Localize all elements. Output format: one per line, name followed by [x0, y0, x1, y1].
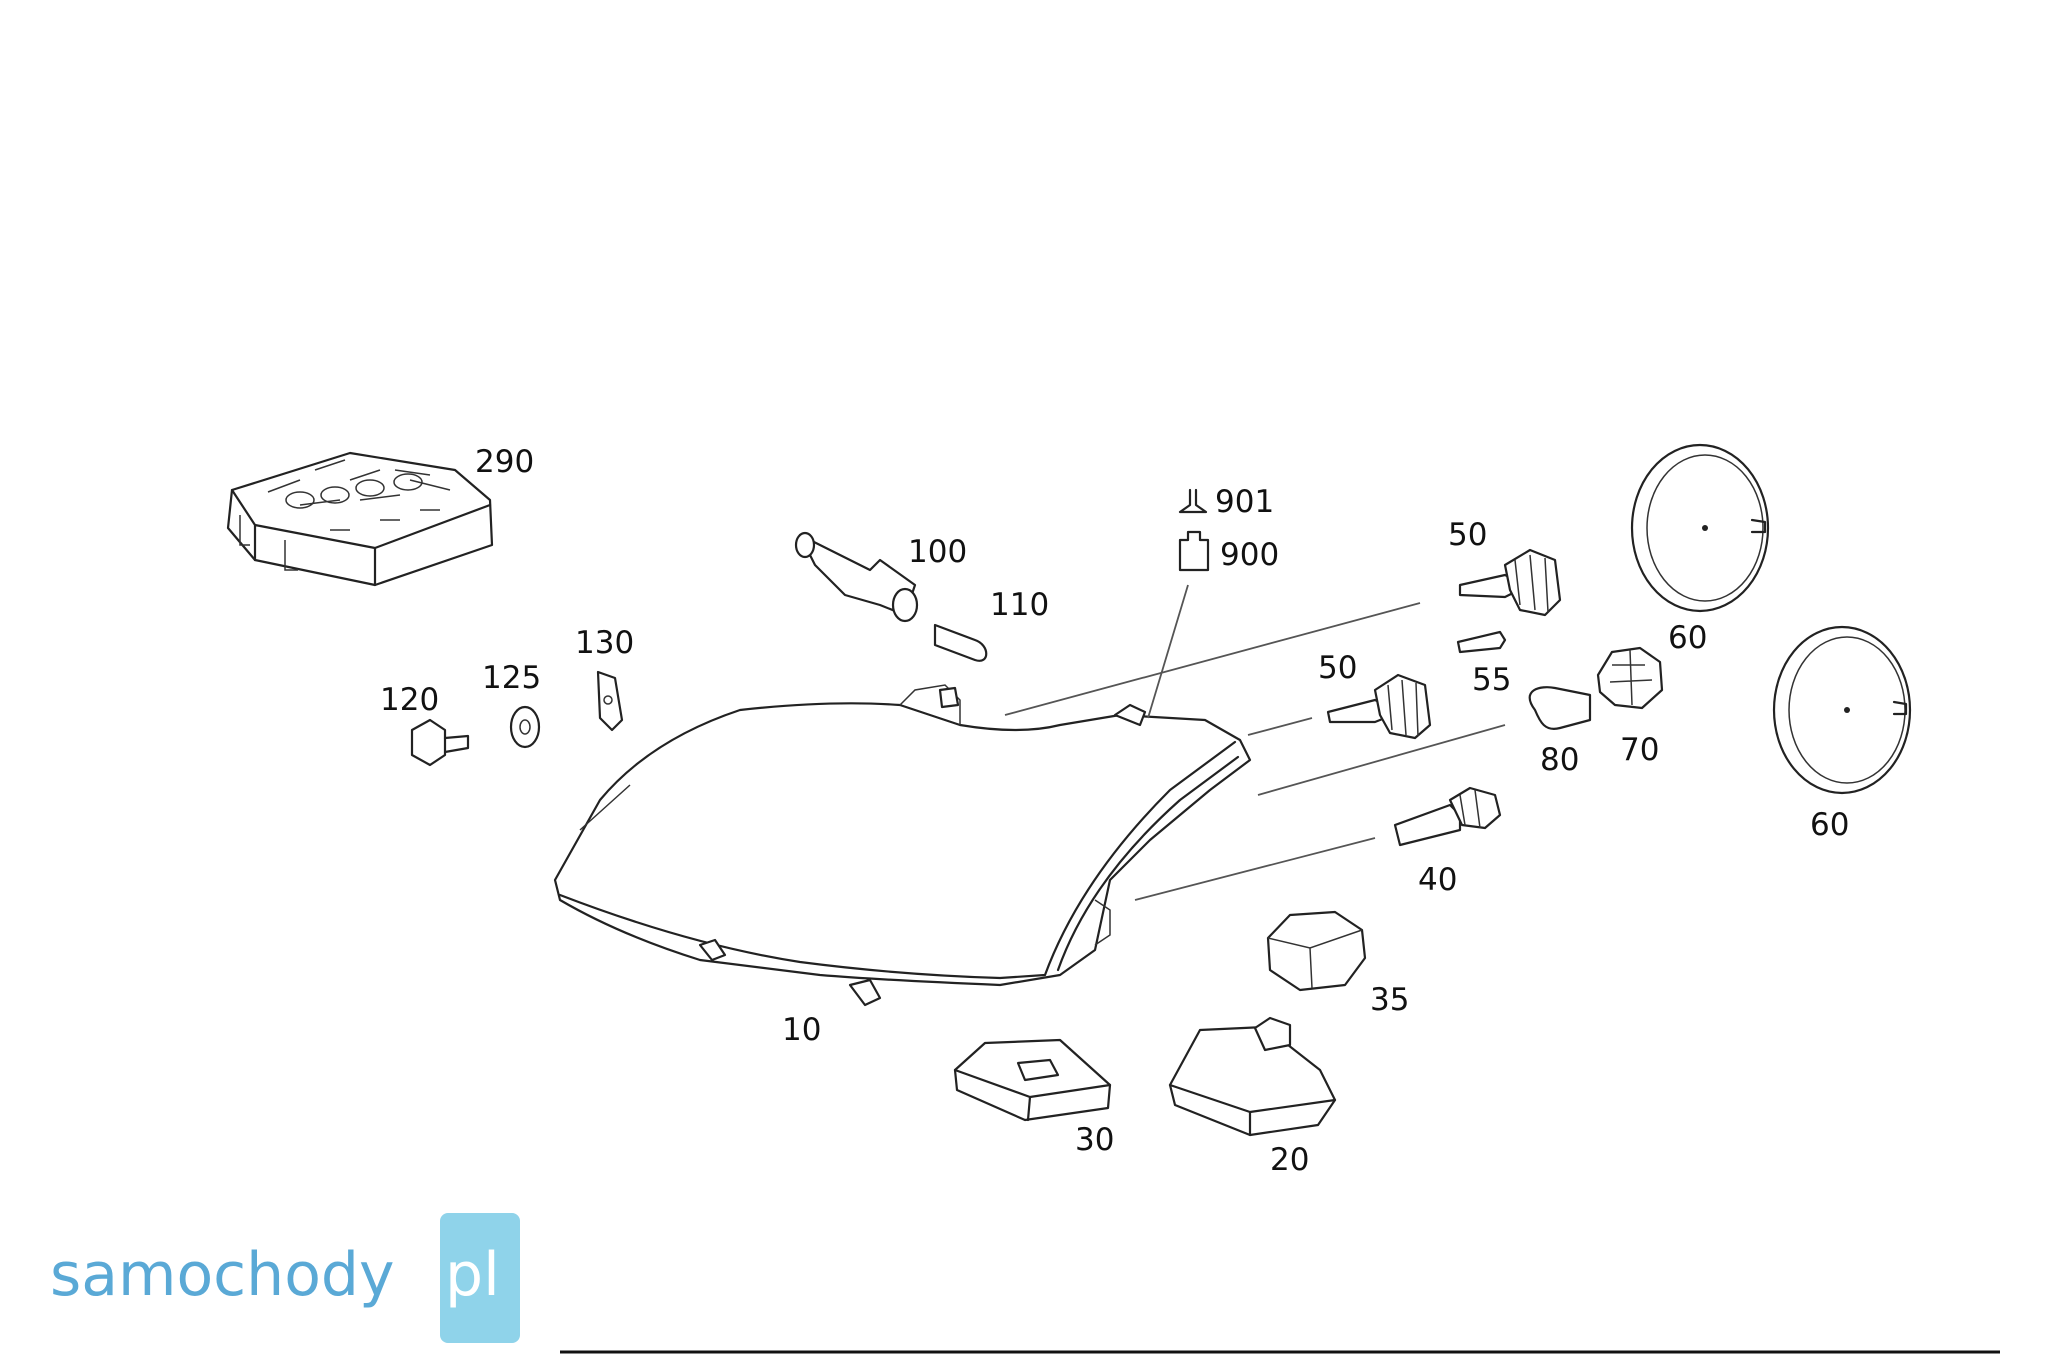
part-110-small-bulb: [933, 623, 988, 662]
label-100: 100: [908, 534, 967, 570]
part-70-socket: [1596, 646, 1664, 710]
part-60-upper-cap: [1630, 443, 1770, 613]
leader-lines: [1004, 584, 1506, 901]
part-290-connector-housing: [226, 451, 494, 587]
part-80-bulb: [1528, 686, 1592, 730]
part-900-symbol: [1178, 530, 1210, 572]
label-901: 901: [1215, 484, 1274, 520]
label-80: 80: [1540, 742, 1579, 778]
part-10-headlamp: [553, 684, 1252, 1007]
part-125-washer: [509, 705, 541, 749]
samochody-logo[interactable]: samochody pl: [50, 1213, 520, 1343]
logo-suffix: pl: [445, 1240, 500, 1310]
label-70: 70: [1620, 732, 1659, 768]
label-900: 900: [1220, 537, 1279, 573]
part-55-small-bulb: [1456, 630, 1507, 654]
part-120-screw: [410, 718, 470, 767]
part-60-lower-cap: [1772, 625, 1912, 795]
label-55: 55: [1472, 662, 1511, 698]
part-20-ballast: [1168, 1016, 1337, 1137]
label-125: 125: [482, 660, 541, 696]
label-60-lower: 60: [1810, 807, 1849, 843]
part-50-upper-bulb: [1458, 548, 1562, 617]
label-290: 290: [475, 444, 534, 480]
label-30: 30: [1075, 1122, 1114, 1158]
label-50-upper: 50: [1448, 517, 1487, 553]
label-20: 20: [1270, 1142, 1309, 1178]
label-10: 10: [782, 1012, 821, 1048]
label-60-upper: 60: [1668, 620, 1707, 656]
part-50-lower-bulb: [1326, 673, 1432, 740]
part-901-symbol: [1178, 488, 1208, 514]
part-30-control-unit: [953, 1038, 1112, 1122]
label-40: 40: [1418, 862, 1457, 898]
label-130: 130: [575, 625, 634, 661]
logo-badge: [440, 1213, 520, 1343]
label-35: 35: [1370, 982, 1409, 1018]
logo-text: samochody: [50, 1240, 395, 1310]
label-120: 120: [380, 682, 439, 718]
part-35-cap: [1266, 910, 1367, 992]
label-50-lower: 50: [1318, 650, 1357, 686]
part-100-lamp-socket: [794, 531, 919, 623]
part-130-clip: [596, 670, 624, 732]
part-40-bulb: [1393, 786, 1502, 847]
label-110: 110: [990, 587, 1049, 623]
